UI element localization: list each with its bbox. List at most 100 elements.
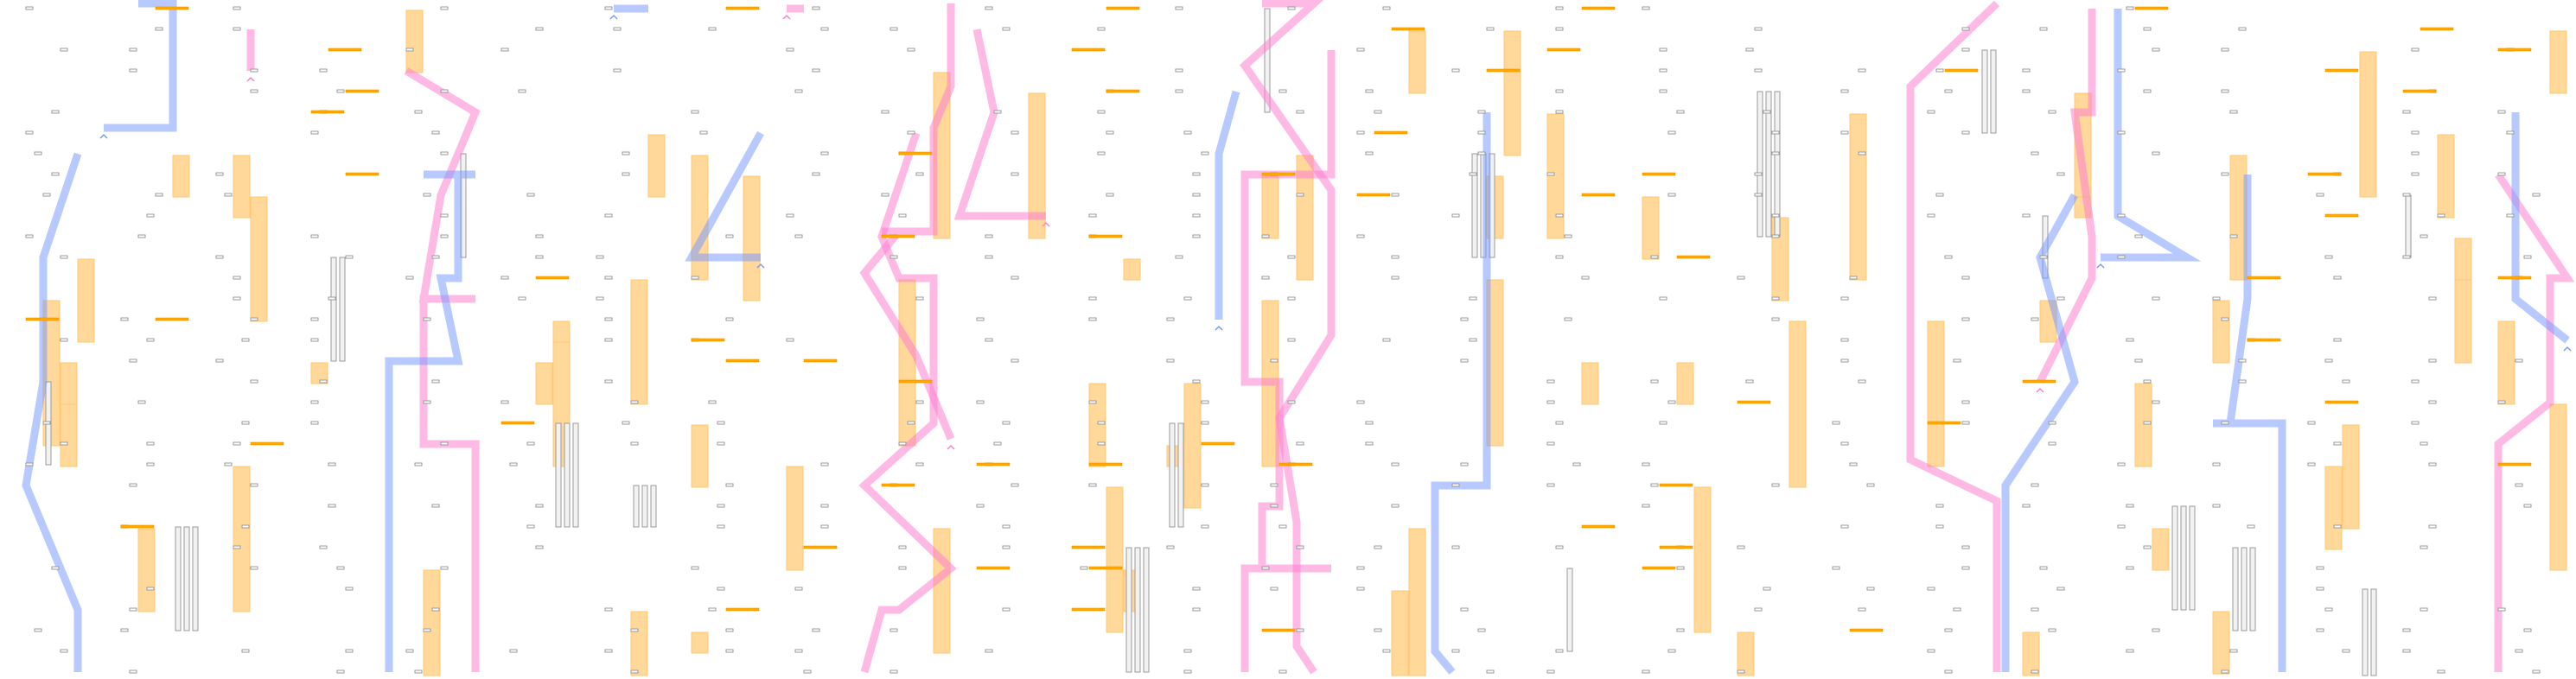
marker (25, 317, 60, 321)
tick-mark (812, 6, 820, 10)
tick-mark (2056, 296, 2065, 301)
tick-mark (423, 400, 431, 404)
tick-mark (1356, 234, 1365, 238)
tick-mark (1192, 379, 1201, 384)
tick-mark (1546, 172, 1555, 176)
tick-mark (985, 649, 993, 653)
tick-mark (1763, 587, 1771, 591)
stripe (2405, 194, 2412, 258)
stripe (1125, 547, 1132, 673)
tick-mark (129, 48, 137, 52)
tick-mark (1935, 193, 1944, 197)
tick-mark (1192, 172, 1201, 176)
tick-mark (1088, 400, 1097, 404)
tick-mark (328, 504, 336, 508)
tick-mark (1451, 483, 1460, 487)
marker (328, 48, 362, 52)
path-end-arrow-icon (782, 14, 791, 20)
tick-mark (25, 462, 34, 466)
tick-mark (60, 255, 68, 259)
tick-mark (1382, 338, 1391, 342)
tick-mark (2428, 359, 2437, 363)
tick-mark (2342, 649, 2350, 653)
tick-mark (1961, 566, 1970, 570)
tick-mark (1011, 276, 1019, 280)
block (1408, 30, 1426, 94)
path-end-arrow-icon (2096, 263, 2105, 269)
tick-mark (1356, 566, 1365, 570)
tick-mark (1546, 441, 1555, 446)
tick-mark (526, 524, 535, 529)
stripe (2171, 505, 2178, 611)
block (743, 175, 761, 301)
tick-mark (985, 255, 993, 259)
block (2134, 383, 2152, 467)
tick-mark (725, 483, 734, 487)
tick-mark (2324, 607, 2333, 612)
stripe (2232, 547, 2239, 631)
tick-mark (1201, 151, 1209, 155)
tick-mark (2333, 524, 2342, 529)
tick-mark (2532, 193, 2541, 197)
tick-mark (1356, 48, 1365, 52)
tick-mark (898, 545, 907, 549)
tick-mark (2411, 379, 2420, 384)
tick-mark (2152, 296, 2160, 301)
tick-mark (2143, 27, 2152, 31)
tick-mark (1927, 587, 1935, 591)
tick-mark (622, 151, 630, 155)
tick-mark (1296, 628, 1304, 632)
tick-mark (2402, 255, 2411, 259)
tick-mark (1771, 151, 1780, 155)
tick-mark (1088, 296, 1097, 301)
tick-mark (2229, 649, 2238, 653)
tick-mark (2342, 379, 2350, 384)
tick-mark (1183, 296, 1192, 301)
tick-mark (2247, 524, 2255, 529)
tick-mark (1676, 566, 1685, 570)
path-blue (685, 130, 764, 262)
tick-mark (1961, 27, 1970, 31)
stripe (555, 422, 562, 528)
tick-mark (1771, 317, 1780, 321)
tick-mark (431, 255, 440, 259)
tick-mark (1659, 89, 1667, 93)
marker (1659, 483, 1693, 487)
tick-mark (1763, 110, 1771, 114)
tick-mark (898, 441, 907, 446)
tick-mark (1374, 110, 1382, 114)
marker (1546, 48, 1581, 52)
tick-mark (526, 193, 535, 197)
tick-mark (2428, 296, 2437, 301)
marker (155, 6, 189, 10)
tick-mark (2022, 504, 2031, 508)
marker (2497, 462, 2532, 466)
stripe (192, 526, 199, 631)
tick-mark (604, 317, 613, 321)
block (1693, 486, 1712, 633)
tick-mark (1858, 151, 1866, 155)
marker (1676, 255, 1711, 259)
tick-mark (310, 317, 319, 321)
tick-mark (25, 6, 34, 10)
tick-mark (2420, 545, 2428, 549)
tick-mark (691, 110, 699, 114)
stripe (1765, 91, 1772, 238)
tick-mark (708, 27, 717, 31)
tick-mark (1961, 276, 1970, 280)
tick-mark (1011, 130, 1019, 135)
tick-mark (1477, 110, 1486, 114)
tick-mark (518, 89, 526, 93)
tick-mark (1356, 400, 1365, 404)
tick-mark (129, 68, 137, 73)
block (1088, 383, 1106, 467)
tick-mark (1659, 68, 1667, 73)
marker (725, 6, 760, 10)
marker (803, 359, 838, 363)
tick-mark (2324, 255, 2333, 259)
tick-mark (1391, 504, 1400, 508)
path-pink (1240, 50, 1336, 672)
tick-mark (898, 566, 907, 570)
tick-mark (129, 483, 137, 487)
tick-mark (1374, 545, 1382, 549)
